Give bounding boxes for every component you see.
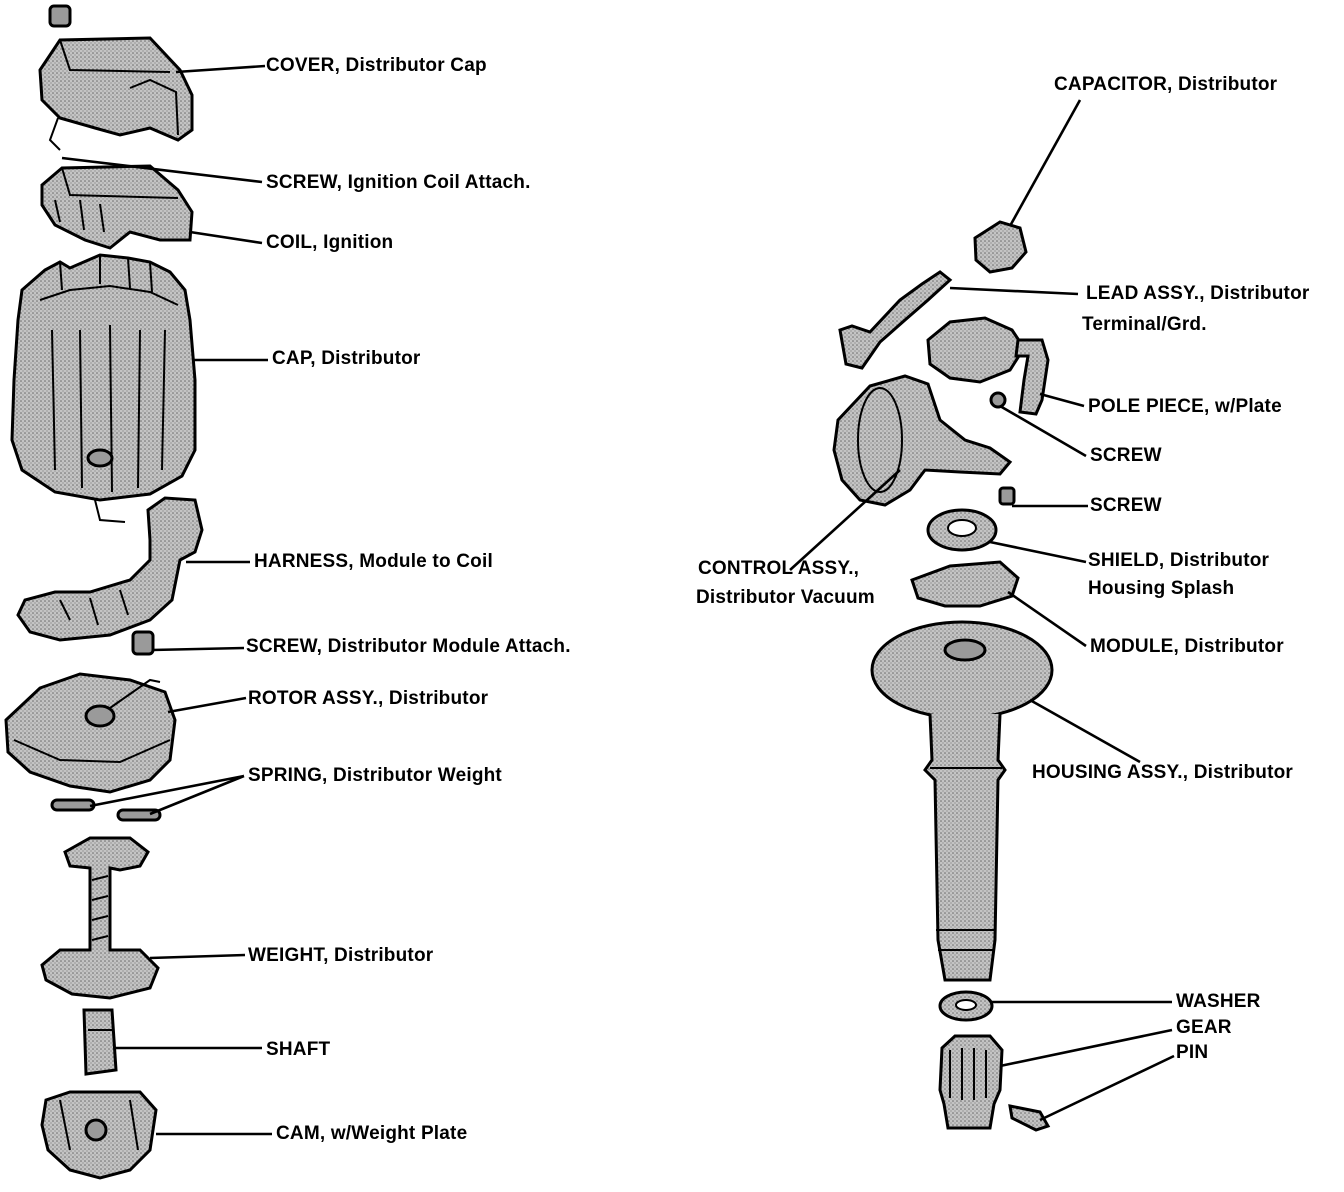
rotor-part [4,672,177,794]
label-screw-module: SCREW, Distributor Module Attach. [246,636,571,657]
label-cover: COVER, Distributor Cap [266,55,487,76]
pole-piece-part [926,316,1050,416]
cam-part [40,1090,158,1180]
label-washer: WASHER [1176,991,1261,1012]
washer-part [938,990,994,1022]
label-shield-line2: Housing Splash [1088,578,1235,599]
label-shield-line1: SHIELD, Distributor [1088,550,1270,571]
label-lead-line2: Terminal/Grd. [1082,314,1207,335]
label-pin: PIN [1176,1042,1209,1063]
top-screw-icon [48,4,72,28]
label-screw-b: SCREW [1090,495,1162,516]
module-screw-part [131,630,155,656]
springs-part [50,798,162,822]
lead-assembly-part [838,270,953,370]
label-harness: HARNESS, Module to Coil [254,551,493,572]
left-leader-lines [61,64,272,1136]
module-part [910,560,1020,608]
gear-part [938,1034,1004,1130]
right-leader-lines [789,99,1175,1122]
cover-part [38,36,194,151]
label-cap: CAP, Distributor [272,348,421,369]
harness-part [16,496,204,642]
label-gear: GEAR [1176,1017,1232,1038]
label-housing: HOUSING ASSY., Distributor [1032,762,1294,783]
housing-part [870,620,1054,982]
label-spring: SPRING, Distributor Weight [248,765,502,786]
label-coil: COIL, Ignition [266,232,394,253]
coil-part [40,164,194,250]
label-module: MODULE, Distributor [1090,636,1284,657]
label-lead-line1: LEAD ASSY., Distributor [1086,283,1310,304]
label-weight: WEIGHT, Distributor [248,945,434,966]
label-screw-a: SCREW [1090,445,1162,466]
vacuum-control-part [832,374,1016,507]
label-shaft: SHAFT [266,1039,331,1060]
distributor-cap-part [10,253,197,523]
label-rotor: ROTOR ASSY., Distributor [248,688,489,709]
label-control-line1: CONTROL ASSY., [698,558,860,579]
pin-part [1008,1104,1051,1132]
label-capacitor: CAPACITOR, Distributor [1054,74,1278,95]
label-screw-coil: SCREW, Ignition Coil Attach. [266,172,531,193]
capacitor-part [973,220,1028,274]
label-cam: CAM, w/Weight Plate [276,1123,468,1144]
shield-part [926,508,998,552]
label-control-line2: Distributor Vacuum [696,587,875,608]
shaft-weight-part [40,836,160,1076]
label-pole-piece: POLE PIECE, w/Plate [1088,396,1282,417]
